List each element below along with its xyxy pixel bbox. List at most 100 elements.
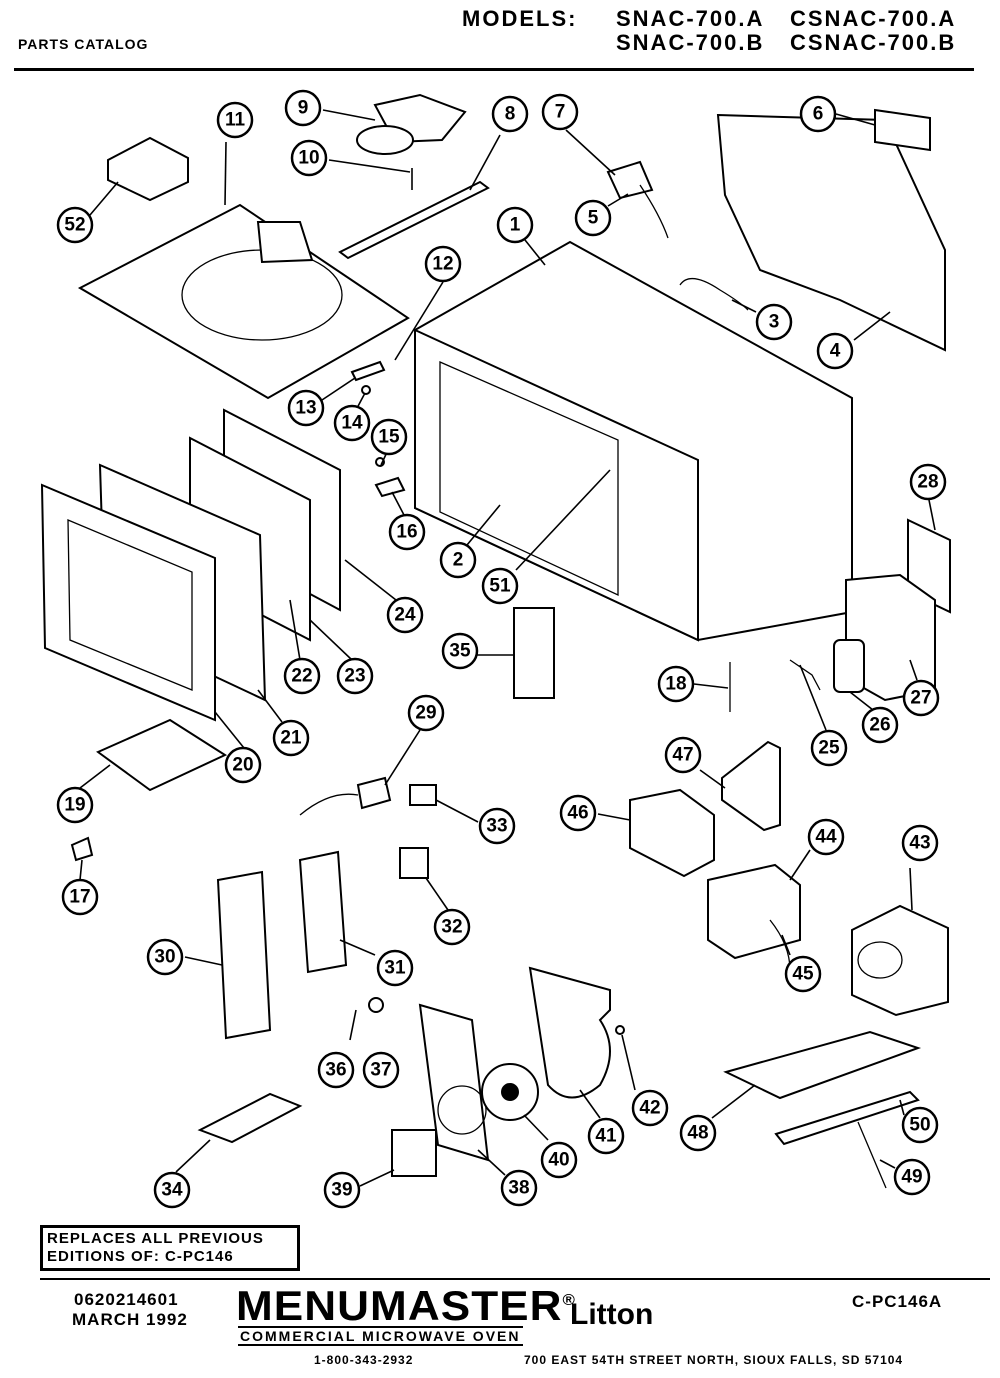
part-52-bracket [107,136,189,202]
svg-text:46: 46 [567,803,588,824]
parts-catalog-label: PARTS CATALOG [18,36,149,52]
svg-text:2: 2 [453,550,464,571]
callout-10: 10 [290,139,328,177]
svg-text:14: 14 [341,413,363,434]
part-illustrations [40,93,951,1189]
part-5-lead [639,184,669,239]
svg-text:15: 15 [378,427,400,448]
part-32-board [399,847,429,879]
address: 700 EAST 54TH STREET NORTH, SIOUX FALLS,… [524,1353,904,1367]
callout-52: 52 [56,206,94,244]
replaces-line-2: EDITIONS OF: C-PC146 [47,1248,234,1265]
svg-text:29: 29 [415,703,436,724]
svg-text:37: 37 [370,1060,391,1081]
part-48-base-plate [723,1030,922,1100]
callout-48: 48 [679,1114,717,1152]
callout-5: 5 [574,199,612,237]
callout-18: 18 [657,665,695,703]
leader-lines [79,109,936,1187]
callout-17: 17 [61,878,99,916]
part-14-screw [361,385,371,395]
svg-text:22: 22 [291,666,312,687]
part-17-clip [70,836,94,862]
svg-text:39: 39 [331,1180,352,1201]
part-19-plate [96,718,228,792]
callout-37: 37 [362,1051,400,1089]
callout-23: 23 [336,657,374,695]
svg-text:5: 5 [588,208,599,229]
callout-35: 35 [441,632,479,670]
part-43-transformer [851,904,949,1017]
part-11-duct [256,221,314,264]
svg-text:50: 50 [909,1115,930,1136]
svg-text:20: 20 [232,755,253,776]
part-36-pin [349,1009,357,1041]
svg-text:27: 27 [910,688,931,709]
callout-21: 21 [272,719,310,757]
callout-44: 44 [807,818,845,856]
callout-2: 2 [439,541,477,579]
callout-40: 40 [540,1141,578,1179]
svg-text:11: 11 [225,110,246,131]
svg-text:36: 36 [325,1060,346,1081]
callout-24: 24 [386,596,424,634]
svg-text:9: 9 [298,98,309,119]
part-35-interlock [513,607,555,699]
svg-text:41: 41 [595,1126,617,1147]
model-csnac-700b: CSNAC-700.B [790,30,957,55]
part-44-magnetron [707,863,801,960]
part-29-switch [356,776,392,810]
part-50-rail [774,1090,920,1146]
model-snac-700b: SNAC-700.B [616,30,765,55]
callout-27: 27 [902,679,940,717]
svg-text:34: 34 [161,1180,183,1201]
callout-25: 25 [810,729,848,767]
callout-50: 50 [901,1106,939,1144]
svg-text:48: 48 [687,1123,708,1144]
part-20-door-panel [40,483,216,722]
part-8-guide [338,180,490,260]
svg-text:33: 33 [486,816,507,837]
callout-30: 30 [146,938,184,976]
part-16-hinge [374,476,406,498]
phone-number: 1-800-343-2932 [314,1353,414,1367]
svg-text:19: 19 [64,795,85,816]
brand-name: MENUMASTER [236,1282,563,1329]
callout-26: 26 [861,706,899,744]
part-1-front-face [414,328,699,642]
svg-text:30: 30 [154,947,175,968]
header-rule [14,68,974,71]
svg-text:21: 21 [280,728,302,749]
callout-8: 8 [491,95,529,133]
callout-16: 16 [388,513,426,551]
part-39-motor [391,1129,437,1177]
part-43-coil [857,941,903,979]
svg-text:12: 12 [432,254,453,275]
callout-34: 34 [153,1171,191,1209]
svg-text:42: 42 [639,1098,660,1119]
part-9-stirrer-blade [356,125,414,155]
svg-text:31: 31 [384,958,406,979]
svg-text:7: 7 [555,102,566,123]
part-2-cavity-opening [439,361,619,597]
model-csnac-700a: CSNAC-700.A [790,6,957,31]
callout-13: 13 [287,389,325,427]
svg-text:17: 17 [69,887,90,908]
footer-rule [40,1278,990,1280]
part-25-clamp [789,659,821,691]
callout-19: 19 [56,786,94,824]
callout-22: 22 [283,657,321,695]
callout-38: 38 [500,1169,538,1207]
svg-text:38: 38 [508,1178,529,1199]
svg-text:4: 4 [830,341,841,362]
callout-6: 6 [799,95,837,133]
svg-text:6: 6 [813,104,824,125]
callout-14: 14 [333,404,371,442]
callout-36: 36 [317,1051,355,1089]
svg-text:47: 47 [672,745,693,766]
svg-text:23: 23 [344,666,365,687]
svg-text:52: 52 [64,215,85,236]
callout-12: 12 [424,245,462,283]
callout-41: 41 [587,1117,625,1155]
